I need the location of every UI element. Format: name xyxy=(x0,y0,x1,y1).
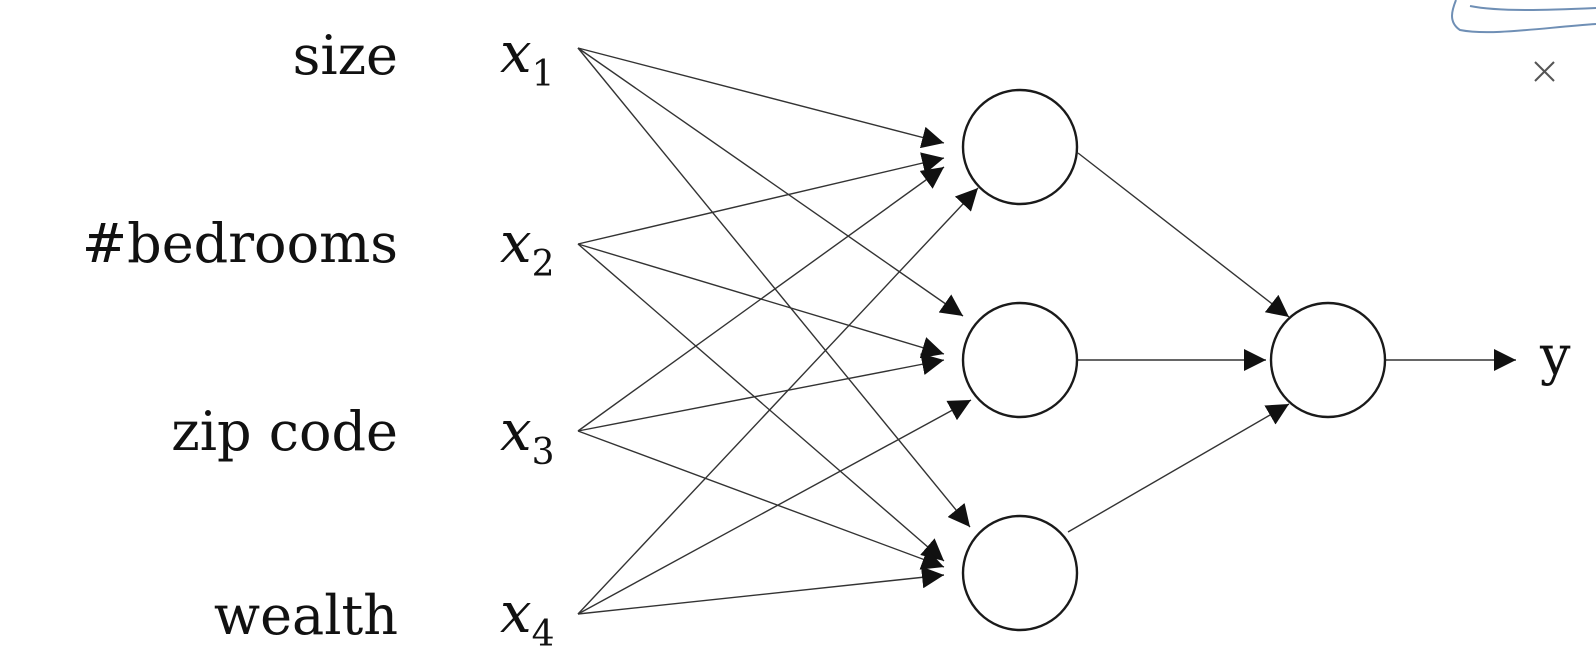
edge-x1-h3 xyxy=(577,47,971,528)
handwritten-annotation xyxy=(1451,0,1596,82)
edge-x1-h2 xyxy=(577,47,964,317)
hidden-node-1 xyxy=(961,88,1079,206)
edge-x3-h3 xyxy=(577,430,945,570)
output-label-y: y xyxy=(1539,324,1571,387)
input-to-hidden-edges xyxy=(577,47,979,615)
edge-h1-out xyxy=(1077,152,1290,318)
hidden-to-output-edges xyxy=(1067,152,1290,533)
feature-label-wealth: wealth xyxy=(214,584,398,647)
edge-x2-h1 xyxy=(577,152,945,245)
edge-x2-h3 xyxy=(577,243,945,562)
hidden-node-3 xyxy=(961,514,1079,632)
feature-label-zip-code: zip code xyxy=(171,400,398,463)
hidden-node-2 xyxy=(961,301,1079,419)
feature-label-size: size xyxy=(293,24,398,87)
input-var-x1: x1 xyxy=(500,21,555,95)
edge-x4-h1 xyxy=(577,187,979,615)
feature-label-bedrooms: #bedrooms xyxy=(82,212,398,275)
input-var-x4: x4 xyxy=(500,581,555,655)
edge-x3-h2 xyxy=(577,353,945,432)
edge-x1-h1 xyxy=(577,47,945,149)
output-node xyxy=(1269,301,1387,419)
edge-x4-h2 xyxy=(577,399,972,615)
edge-x3-h1 xyxy=(577,166,945,432)
edge-x4-h3 xyxy=(577,566,945,615)
input-var-x2: x2 xyxy=(500,211,555,285)
edge-h3-out xyxy=(1067,403,1290,533)
input-var-x3: x3 xyxy=(500,399,555,473)
